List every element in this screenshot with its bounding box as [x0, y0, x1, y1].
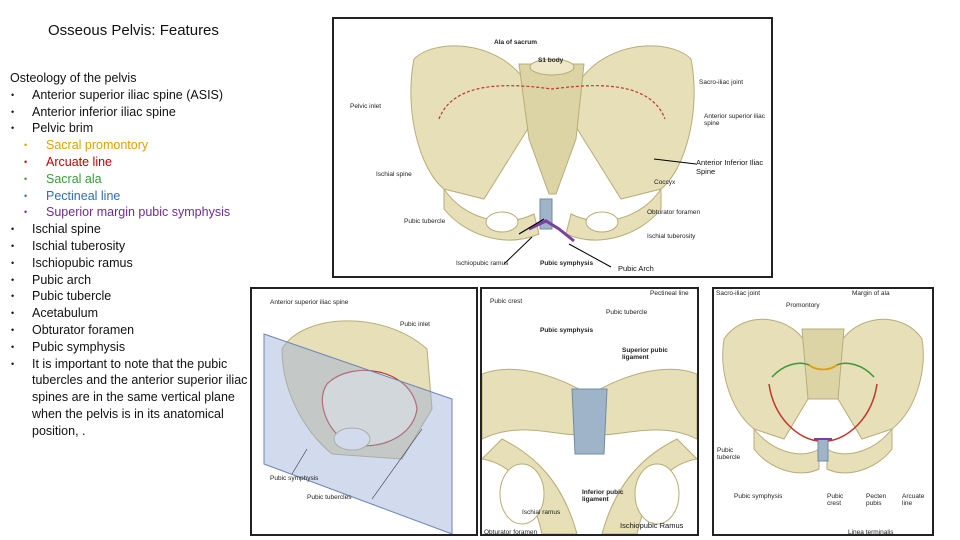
outline-heading: Osteology of the pelvis — [10, 71, 137, 85]
label-pubic-tubercles: Pubic tubercles — [307, 494, 352, 501]
label-s1-body: S1 body — [538, 57, 564, 64]
list-item: Pubic symphysis — [10, 339, 250, 356]
list-item: Ischiopubic ramus — [10, 255, 250, 272]
label-pubic-inlet: Pubic inlet — [400, 321, 430, 328]
label-pubic-crest: Pubic crest — [827, 493, 844, 507]
label-ala-of-sacrum: Ala of sacrum — [494, 39, 537, 46]
label-pectineal-line: Pectineal line — [650, 290, 689, 297]
label-promontory: Promontory — [786, 302, 820, 309]
label-sacro-iliac-joint: Sacro-iliac joint — [699, 79, 744, 86]
list-item: It is important to note that the pubic t… — [10, 356, 250, 440]
list-item: Ischial spine — [10, 221, 250, 238]
label-pubic-symphysis: Pubic symphysis — [540, 260, 594, 267]
label-pubic-tubercle: Pubic tubercle — [606, 309, 648, 316]
label-pubic-symphysis: Pubic symphysis — [540, 327, 594, 334]
label-pubic-crest: Pubic crest — [490, 298, 523, 305]
brim-item-sacral-promontory: Sacral promontory — [10, 137, 250, 154]
pelvis-lateral-plane-figure: Anterior superior iliac spine Pubic inle… — [250, 287, 478, 536]
label-ischial-ramus: Ischial ramus — [522, 509, 561, 516]
label-superior-pubic-ligament: Superior pubic ligament — [622, 347, 668, 361]
label-sacro-iliac-joint: Sacro-iliac joint — [716, 290, 761, 297]
slide-title: Osseous Pelvis: Features — [48, 22, 219, 39]
label-obturator-foramen: Obturator foramen — [484, 529, 538, 536]
list-item: Pubic arch — [10, 272, 250, 289]
pelvic-brim-illustration — [722, 318, 924, 474]
callout-pubic-arch: Pubic Arch — [618, 264, 654, 273]
label-arcuate-line: Arcuate line — [902, 493, 925, 507]
label-coccyx: Coccyx — [654, 179, 676, 186]
label-pelvic-inlet: Pelvic inlet — [350, 103, 382, 110]
label-ischial-spine: Ischial spine — [376, 171, 412, 178]
label-pubic-tubercle: Pubic tubercle — [717, 447, 741, 461]
label-asis: Anterior superior iliac spine — [704, 113, 766, 127]
label-inferior-pubic-ligament: Inferior pubic ligament — [582, 489, 624, 503]
list-item: Pubic tubercle — [10, 288, 250, 305]
callout-anterior-inferior-iliac-spine: Anterior Inferior Iliac Spine — [696, 158, 764, 176]
label-asis: Anterior superior iliac spine — [270, 299, 349, 306]
brim-item-sacral-ala: Sacral ala — [10, 171, 250, 188]
label-margin-of-ala: Margin of ala — [852, 290, 890, 297]
pelvic-brim-figure: Sacro-iliac joint Margin of ala Promonto… — [712, 287, 934, 536]
label-ischiopubic-ramus: Ischiopubic ramus — [456, 260, 509, 267]
label-ischial-tuberosity: Ischial tuberosity — [647, 233, 696, 240]
pubic-symphysis-illustration — [482, 368, 697, 534]
list-item: Anterior inferior iliac spine — [10, 104, 250, 121]
label-pecten-pubis: Pecten pubis — [866, 493, 887, 507]
label-pubic-tubercle: Pubic tubercle — [404, 218, 446, 225]
list-item: Anterior superior iliac spine (ASIS) — [10, 87, 250, 104]
pelvis-lateral-illustration — [263, 320, 453, 534]
label-obturator-foramen: Obturator foramen — [647, 209, 701, 216]
label-pubic-symphysis: Pubic symphysis — [270, 475, 319, 482]
list-item: Ischial tuberosity — [10, 238, 250, 255]
brim-item-superior-margin: Superior margin pubic symphysis — [10, 204, 250, 221]
brim-item-pectineal-line: Pectineal line — [10, 188, 250, 205]
list-item: Acetabulum — [10, 305, 250, 322]
pubic-symphysis-figure: Pectineal line Pubic crest Pubic tubercl… — [480, 287, 699, 536]
callout-ischiopubic-ramus: Ischiopubic Ramus — [620, 521, 684, 530]
label-linea-terminalis: Linea terminalis — [848, 529, 894, 536]
osteology-outline: Osteology of the pelvis Anterior superio… — [10, 70, 250, 440]
list-item: Obturator foramen — [10, 322, 250, 339]
pelvis-anterior-figure: Ala of sacrum S1 body Sacro-iliac joint … — [332, 17, 773, 278]
brim-item-arcuate-line: Arcuate line — [10, 154, 250, 171]
list-item: Pelvic brim — [10, 120, 250, 137]
pelvis-anterior-illustration — [410, 45, 697, 268]
label-pubic-symphysis: Pubic symphysis — [734, 493, 783, 500]
